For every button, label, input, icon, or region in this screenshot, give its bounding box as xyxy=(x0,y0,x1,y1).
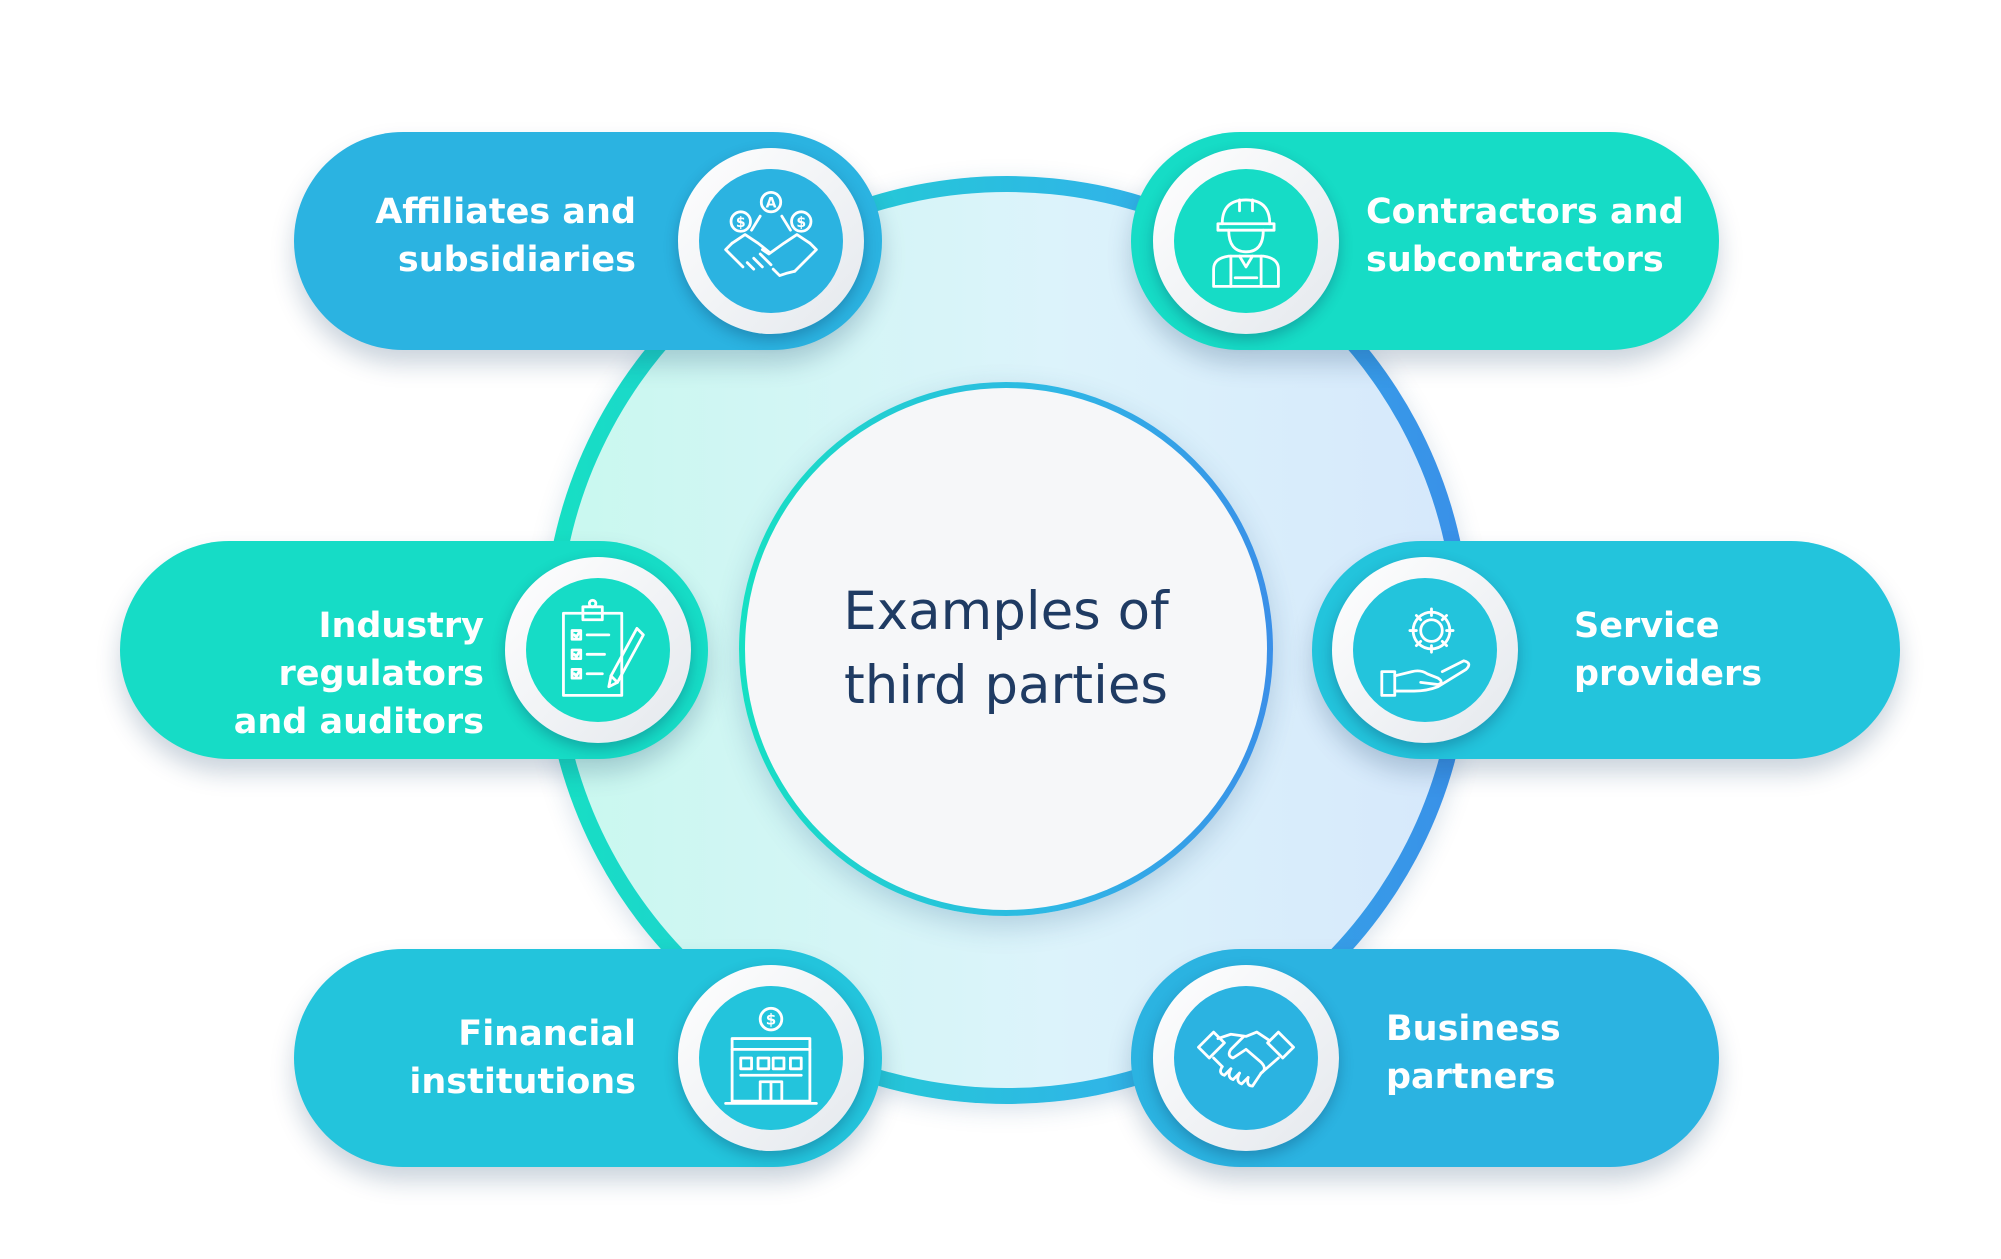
handshake-money-icon: A $ $ xyxy=(724,190,818,277)
label-business-partners: Business partners xyxy=(1386,1009,1561,1097)
hand-gear-icon xyxy=(1380,607,1471,697)
svg-text:$: $ xyxy=(766,1011,777,1029)
handshake-icon xyxy=(1197,1030,1295,1088)
svg-text:$: $ xyxy=(736,215,746,231)
badge-financial: $ xyxy=(678,965,864,1151)
center-circle: Examples of third parties xyxy=(739,382,1273,916)
svg-text:$: $ xyxy=(796,215,806,231)
label-affiliates: Affiliates and subsidiaries xyxy=(375,192,636,280)
label-financial: Financial institutions xyxy=(409,1014,636,1102)
center-circle-fill: Examples of third parties xyxy=(745,388,1267,910)
svg-text:A: A xyxy=(766,196,777,212)
clipboard-checklist-icon xyxy=(562,598,645,697)
badge-contractors xyxy=(1153,148,1339,334)
badge-affiliates: A $ $ xyxy=(678,148,864,334)
worker-helmet-icon xyxy=(1212,198,1280,288)
center-title: Examples of third parties xyxy=(843,581,1169,716)
badge-service-providers xyxy=(1332,557,1518,743)
badge-business-partners xyxy=(1153,965,1339,1151)
badge-regulators xyxy=(505,557,691,743)
label-contractors: Contractors and subcontractors xyxy=(1366,192,1684,280)
bank-building-icon: $ xyxy=(724,1006,818,1105)
label-service-providers: Service providers xyxy=(1574,606,1763,694)
label-regulators: Industry regulators and auditors xyxy=(233,606,484,742)
